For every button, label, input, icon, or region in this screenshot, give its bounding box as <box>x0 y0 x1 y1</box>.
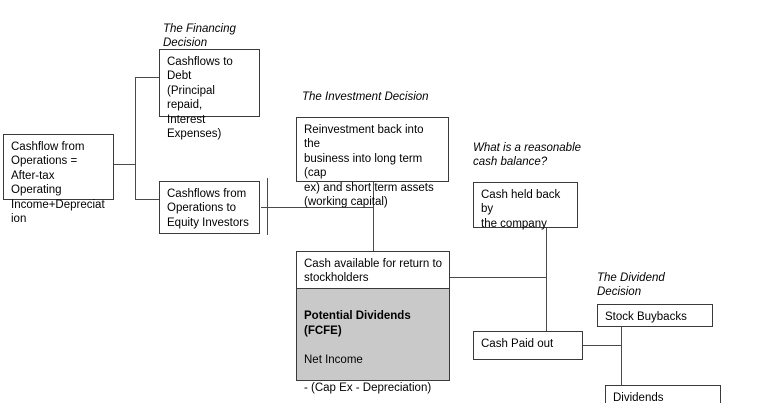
box-stock-buybacks: Stock Buybacks <box>597 304 713 327</box>
caption-financing-decision: The Financing Decision <box>163 23 236 50</box>
connector-equity-to-junction <box>261 207 374 208</box>
connector-dividend-bus <box>621 327 622 385</box>
connector-financing-bus <box>135 77 136 200</box>
connector-reinvestment-to-cash-available <box>373 182 374 251</box>
box-cashflows-to-debt: Cashflows to Debt (Principal repaid, Int… <box>159 49 260 140</box>
box-cashflows-to-equity-investors: Cashflows from Operations to Equity Inve… <box>159 181 260 234</box>
fcfe-heading: Potential Dividends (FCFE) <box>304 310 411 337</box>
connector-operations-to-bus <box>113 164 136 165</box>
fcfe-line-net-income: Net Income <box>304 353 363 366</box>
fcfe-line-capex-depreciation: - (Cap Ex - Depreciation) <box>304 382 432 395</box>
connector-bus-to-debt <box>135 77 159 78</box>
box-potential-dividends-fcfe: Potential Dividends (FCFE) Net Income - … <box>296 289 450 394</box>
box-dividends: Dividends <box>605 385 721 403</box>
box-cash-held-back-by-company: Cash held back by the company <box>473 182 578 230</box>
box-cash-paid-out: Cash Paid out <box>473 331 583 360</box>
caption-investment-decision: The Investment Decision <box>302 91 429 103</box>
box-cashflow-from-operations: Cashflow from Operations = After-tax Ope… <box>3 134 114 225</box>
box-cash-available-for-return: Cash available for return to stockholder… <box>296 251 450 289</box>
connector-cash-available-to-bus <box>450 277 547 278</box>
caption-dividend-decision: The Dividend Decision <box>597 272 665 299</box>
connector-bus-to-equity <box>135 199 159 200</box>
cash-available-stack: Cash available for return to stockholder… <box>296 251 450 394</box>
caption-cash-balance-question: What is a reasonable cash balance? <box>473 142 582 169</box>
connector-paid-out-to-bus <box>583 345 622 346</box>
connector-cash-held-to-paid-out <box>546 228 547 332</box>
box-reinvestment: Reinvestment back into the business into… <box>296 117 449 208</box>
connector-equity-side-bus <box>267 178 268 235</box>
